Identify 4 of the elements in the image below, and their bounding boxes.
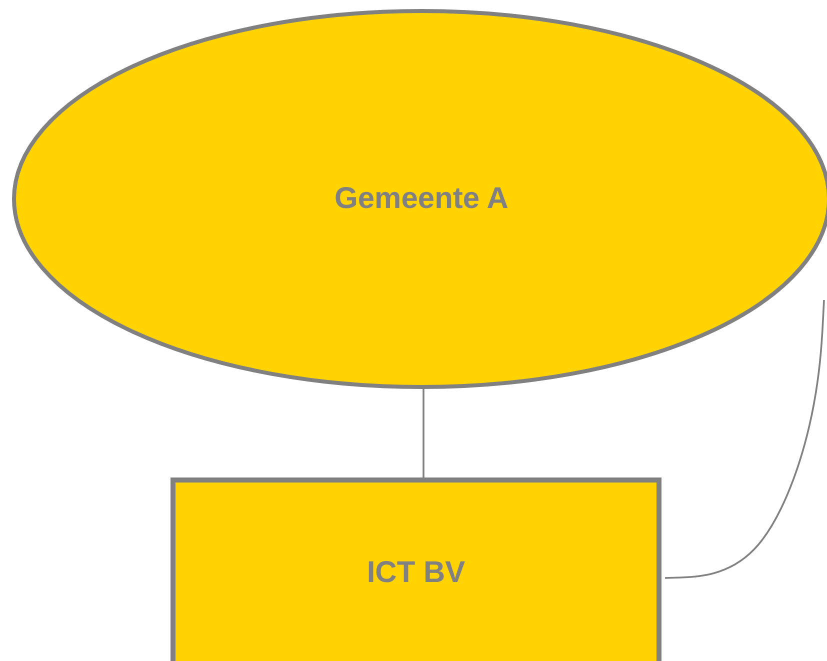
node-label: Gemeente A: [334, 182, 508, 216]
node-label: ICT BV: [366, 556, 466, 590]
connector-line: [422, 387, 424, 480]
connector-line: [664, 300, 825, 579]
